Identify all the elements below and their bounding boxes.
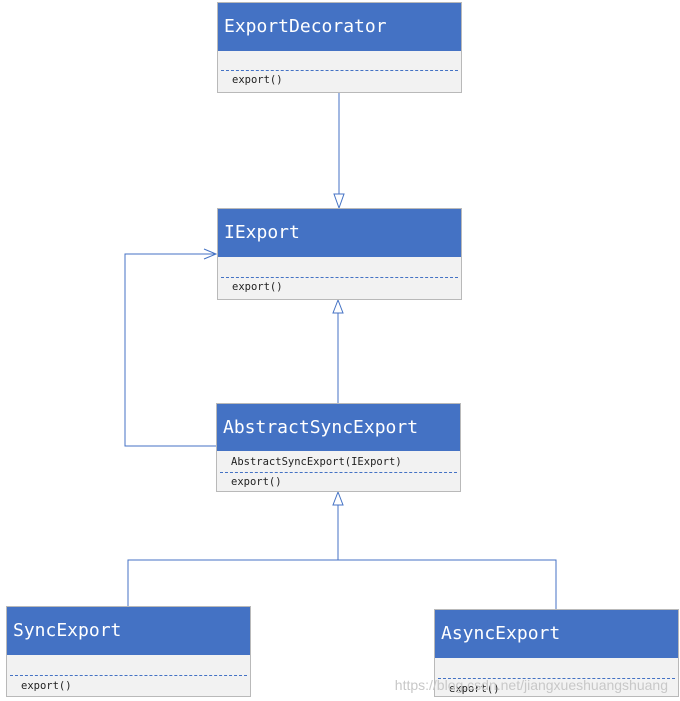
generalization-arrowhead (332, 490, 344, 506)
method: export() (449, 683, 500, 695)
compartment-separator (220, 472, 457, 473)
method: export() (232, 74, 283, 86)
generalization-branch-line (127, 559, 557, 609)
method: export() (231, 476, 282, 488)
compartment-separator (10, 675, 247, 676)
class-abstract-sync-export[interactable]: AbstractSyncExport AbstractSyncExport(IE… (216, 403, 461, 492)
class-async-export[interactable]: AsyncExport export() (434, 609, 679, 697)
method: export() (232, 281, 283, 293)
association-loop-line (124, 253, 216, 447)
class-name: AsyncExport (435, 610, 678, 658)
decorator-to-iexport-arrowhead (333, 193, 345, 210)
compartment-separator (221, 70, 458, 71)
class-iexport[interactable]: IExport export() (217, 208, 462, 300)
abstract-to-iexport-arrowhead (332, 298, 344, 314)
method: export() (21, 680, 72, 692)
compartment-separator (221, 277, 458, 278)
class-name: ExportDecorator (218, 3, 461, 51)
class-export-decorator[interactable]: ExportDecorator export() (217, 2, 462, 93)
class-sync-export[interactable]: SyncExport export() (6, 606, 251, 697)
compartment-separator (438, 678, 675, 679)
class-name: IExport (218, 209, 461, 257)
association-arrowhead (203, 248, 218, 260)
class-name: AbstractSyncExport (217, 404, 460, 451)
class-name: SyncExport (7, 607, 250, 655)
watermark: https://blog.csdn.net/jiangxueshuangshua… (394, 677, 668, 693)
constructor: AbstractSyncExport(IExport) (231, 456, 402, 468)
